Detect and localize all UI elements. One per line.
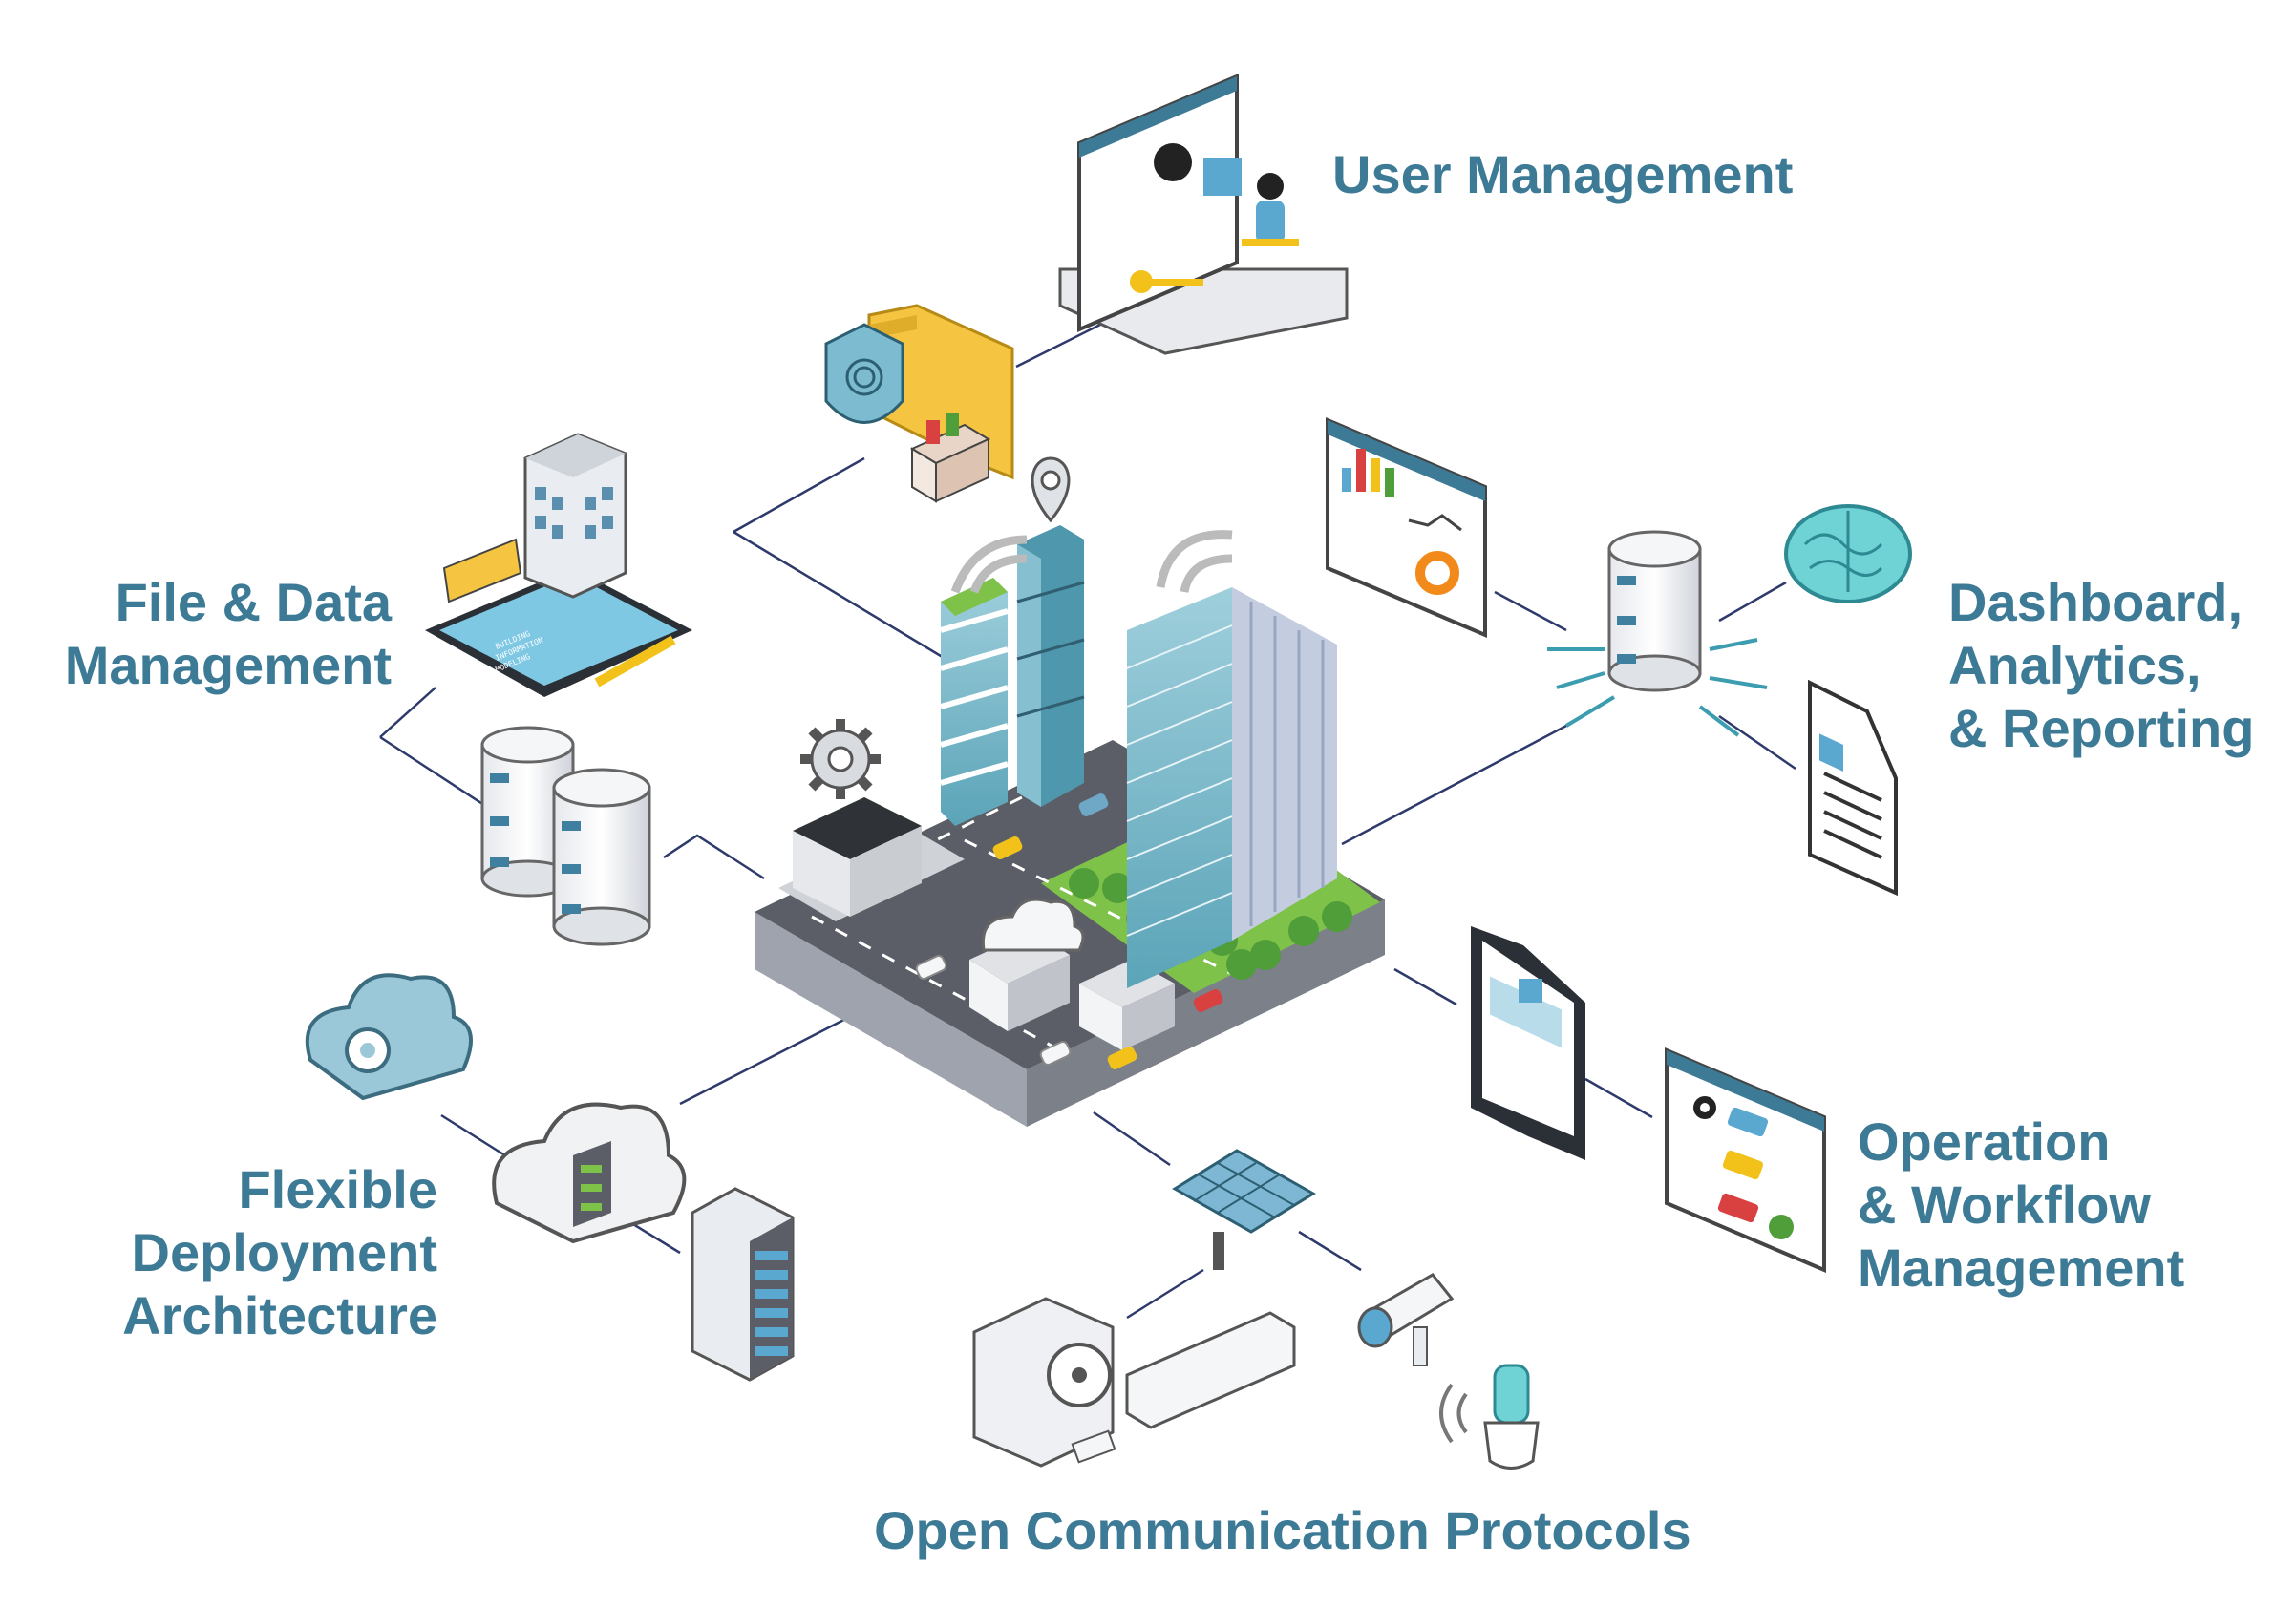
connector-cloud-gear <box>440 1113 509 1159</box>
city-base-side-left <box>755 912 1027 1127</box>
connector-camera <box>1298 1230 1362 1272</box>
connector-database <box>663 834 765 880</box>
label-file-data-management: File & Data Management <box>64 572 392 695</box>
wifi-signal-icon <box>950 535 1028 594</box>
dashboard-charts-icon <box>1326 416 1487 639</box>
cloud-icon <box>981 898 1085 952</box>
gear-icon <box>1693 1096 1716 1119</box>
connector-solar <box>1093 1111 1171 1167</box>
user-admin-screen-icon <box>1058 73 1349 355</box>
connector-tablet <box>1393 967 1457 1006</box>
glass-office-tower <box>1126 587 1337 988</box>
connector-file-data <box>379 687 488 809</box>
connector-report <box>1718 714 1796 771</box>
smart-city-block-icon <box>755 456 1385 1127</box>
connector-security-folder-down <box>733 530 946 661</box>
connector-dashboard <box>1494 590 1567 632</box>
pencil-icon <box>594 635 676 688</box>
cloud-server-icon <box>492 1102 687 1244</box>
factory-roof <box>793 797 922 859</box>
label-flexible-deployment-architecture: Flexible Deployment Architecture <box>122 1159 437 1345</box>
label-open-communication-protocols: Open Communication Protocols <box>874 1500 1691 1560</box>
server-rack-icon <box>691 1187 795 1382</box>
donut-chart <box>1415 551 1459 595</box>
brain-ai-icon <box>1784 504 1912 603</box>
connector-lines <box>379 323 1796 1320</box>
tall-tower <box>1016 525 1085 807</box>
connector-workflow <box>1584 1077 1653 1119</box>
label-operation-workflow-management: Operation & Workflow Management <box>1858 1111 2185 1298</box>
cloud-gear-icon <box>305 973 473 1101</box>
air-conditioner-icon <box>972 1297 1296 1468</box>
tablet-building-icon: BUILDING INFORMATION MODELING <box>425 433 692 697</box>
pin-tower-icon <box>1031 456 1071 523</box>
database-stack-icon <box>480 726 651 946</box>
cars <box>915 793 1223 1069</box>
key-icon <box>1130 270 1203 293</box>
solar-panel-icon <box>1172 1149 1316 1270</box>
person-icon <box>1242 173 1299 246</box>
workflow-screen-icon <box>1665 1047 1826 1274</box>
gear-icon <box>800 719 881 799</box>
connector-brain <box>1718 581 1787 623</box>
connector-flexible <box>679 1007 865 1106</box>
wifi-signal-icon <box>1156 530 1233 594</box>
connector-dashboard-center <box>1341 724 1567 846</box>
speech-bubble <box>442 538 522 603</box>
connector-user-mgmt <box>1015 323 1101 369</box>
connector-security-folder <box>733 456 865 534</box>
security-camera-icon <box>1357 1273 1455 1366</box>
tablet-document-icon <box>1471 926 1585 1160</box>
connector-ac <box>1126 1268 1204 1320</box>
label-dashboard-analytics-reporting: Dashboard, Analytics, & Reporting <box>1948 572 2255 758</box>
report-document-icon <box>1808 679 1898 897</box>
label-user-management: User Management <box>1332 144 1794 204</box>
shield-icon <box>824 323 904 424</box>
smart-bulb-icon <box>1439 1364 1540 1470</box>
security-folder-icon <box>824 304 1014 503</box>
database-chip-icon <box>1547 530 1768 737</box>
city-base-side-right <box>1027 899 1385 1127</box>
twisted-tower <box>940 578 1009 826</box>
